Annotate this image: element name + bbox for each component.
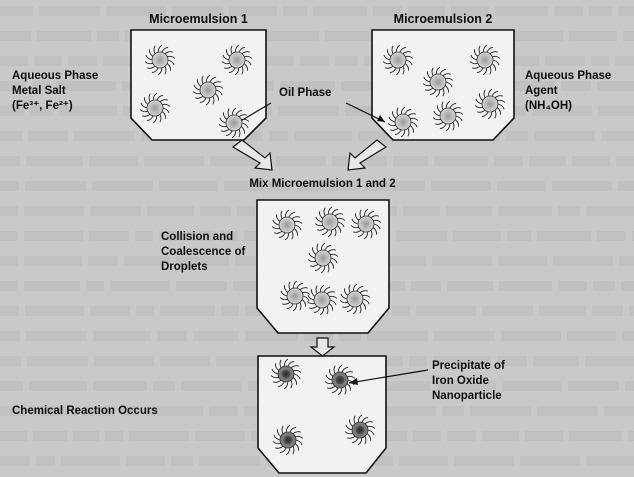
precipitate-label-line1: Precipitate of [432,360,505,372]
reaction-label: Chemical Reaction Occurs [12,405,158,417]
left-label-line3: (Fe³⁺, Fe²⁺) [12,100,73,112]
hollow-arrow-left [233,140,272,170]
collision-label-line3: Droplets [161,261,208,273]
left-label-line1: Aqueous Phase [12,70,98,82]
microemulsion-2-title: Microemulsion 2 [372,13,514,27]
right-label-line1: Aqueous Phase [525,70,611,82]
microemulsion-1-title: Microemulsion 1 [131,13,266,27]
right-label-line3: (NH₄OH) [525,100,572,112]
oil-phase-label: Oil Phase [279,87,331,99]
precipitate-label-line3: Nanoparticle [432,390,502,402]
mix-label: Mix Microemulsion 1 and 2 [215,178,430,190]
collision-label-line2: Coalescence of [161,246,245,258]
hollow-arrow-right [348,140,386,170]
right-label-line2: Agent [525,85,558,97]
hollow-arrow-down [311,338,334,356]
microemulsion-1-container [131,30,266,140]
collision-label-line1: Collision and [161,231,233,243]
left-label-line2: Metal Salt [12,85,66,97]
precipitate-label-line2: Iron Oxide [432,375,489,387]
